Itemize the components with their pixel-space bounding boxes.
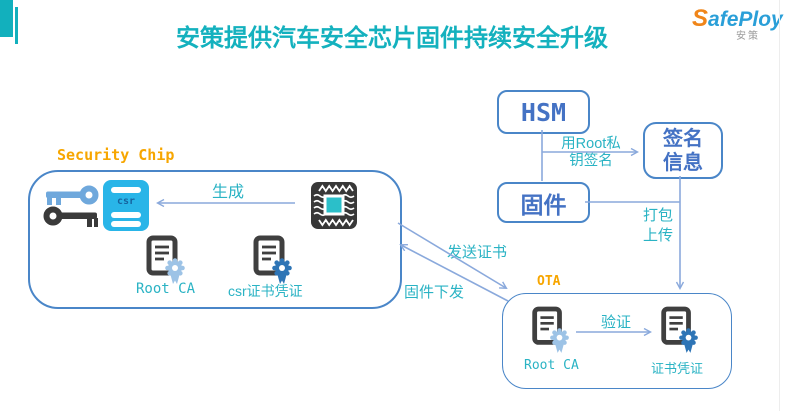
package-label-line2: 上传 [642,227,673,244]
logo-name: afePloy [708,8,783,31]
root-ca-caption-chip: Root CA [136,281,196,297]
firmware-box: 固件 [497,182,590,223]
signature-info-box: 签名 信息 [643,122,723,179]
root-ca-certificate-icon-chip [142,234,186,286]
generate-arrow-label: 生成 [212,184,245,201]
logo: SafePloy 安策 [692,7,787,42]
page-title: 安策提供汽车安全芯片固件持续安全升级 [176,25,608,52]
verify-arrow-label: 验证 [601,314,632,331]
signature-info-line1: 签名 [663,127,703,150]
page-edge-divider [779,0,780,411]
security-chip-icon [302,177,366,235]
package-upload-label: 打包 上传 [636,206,680,246]
root-ca-caption-ota: Root CA [524,358,579,373]
security-chip-label: Security Chip [57,146,175,164]
csr-document-text: csr [116,196,136,207]
logo-wordmark: SafePloy [692,5,783,32]
logo-accent-letter: S [692,5,709,32]
sign-label-line2: 钥签名 [569,152,613,169]
signature-info-line2: 信息 [663,151,703,174]
sign-label-line1: 用Root私 [561,136,621,152]
header-accent-strip [15,7,18,44]
credential-caption-ota: 证书凭证 [651,361,704,376]
header-accent-block [0,0,13,37]
sign-with-root-key-label: 用Root私 钥签名 [549,136,633,169]
root-ca-certificate-icon-ota [528,305,570,355]
keys-icon [42,180,102,230]
hsm-box: HSM [497,90,590,134]
csr-document-icon: csr [103,180,149,231]
send-certificate-label: 发送证书 [447,244,508,261]
ota-label: OTA [537,274,561,289]
csr-certificate-icon-chip [249,234,293,286]
csr-certificate-caption-chip: csr证书凭证 [228,283,303,299]
firmware-dispatch-label: 固件下发 [404,284,465,301]
package-label-line1: 打包 [642,207,673,224]
credential-certificate-icon-ota [657,305,699,355]
logo-subtitle: 安策 [736,31,760,42]
